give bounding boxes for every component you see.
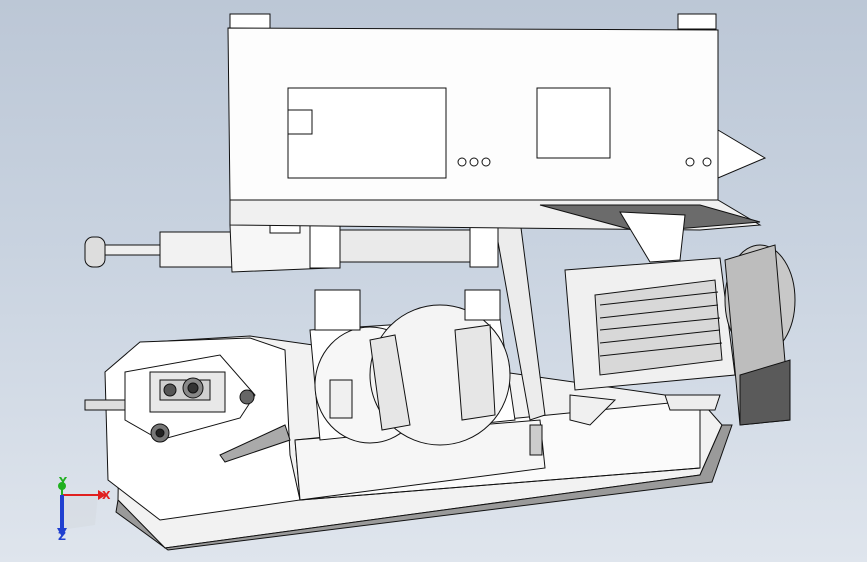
saw-wheel-housing [309,304,516,446]
hydraulic-rod [494,219,546,456]
control-cabinet [227,13,767,263]
triad-plane [60,495,98,530]
x-axis-arrow [98,490,106,500]
vise-assembly [84,354,291,463]
coordinate-triad: X Y Z [57,475,111,543]
cylinder-arm [84,204,501,331]
z-axis-arrow [57,528,67,537]
motor [564,244,796,426]
y-axis-label: Y [58,475,68,488]
x-axis-label: X [102,489,111,502]
y-axis-dot [58,482,66,490]
z-axis-label: Z [58,530,66,543]
